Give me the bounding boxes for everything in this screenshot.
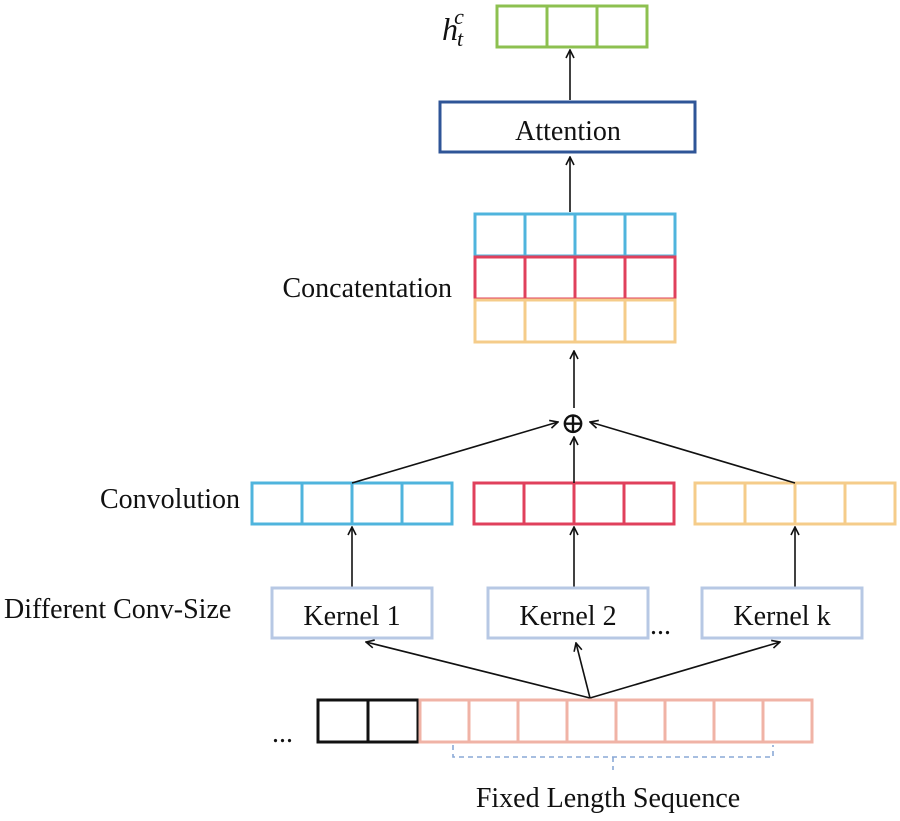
input-cell (761, 698, 814, 744)
input-dark-cell (316, 698, 370, 744)
input-cell (712, 698, 765, 744)
convolution-label: Convolution (100, 484, 240, 515)
concat-cell (473, 255, 527, 301)
concat-cell (523, 255, 577, 301)
concat-cell (573, 298, 627, 344)
input-cell (418, 698, 471, 744)
concat-cell (523, 298, 577, 344)
input-cell (614, 698, 667, 744)
input-cell (663, 698, 716, 744)
concat-cell (573, 212, 627, 258)
output-symbol: h (442, 11, 458, 47)
conv-cell (300, 481, 354, 526)
kernel-boxes: Kernel 1 Kernel 2 Kernel k (270, 586, 864, 640)
concat-cell (473, 298, 527, 344)
fixed-length-label: Fixed Length Sequence (476, 783, 740, 814)
conv-cell (793, 481, 847, 526)
kernel-box (486, 586, 650, 640)
kernel-box (700, 586, 864, 640)
concat-cell (523, 212, 577, 258)
output-cell (595, 4, 649, 49)
output-cell (545, 4, 599, 49)
convolution-vectors (250, 481, 897, 526)
sum-symbol: ⊕ (560, 407, 585, 440)
arrow-input-to-kernelk (589, 642, 780, 699)
arrow-input-to-kernel1 (366, 642, 591, 699)
conv-cell (693, 481, 747, 526)
arrow-conv1-to-sum (351, 422, 558, 484)
concat-cell (623, 255, 677, 301)
arrow-input-to-kernel2 (576, 643, 591, 699)
kernel-label: Kernel k (733, 601, 830, 632)
conv-cell (250, 481, 304, 526)
output-label: htc (442, 4, 464, 51)
arrow-conv3-to-sum (590, 422, 796, 484)
output-cell (495, 4, 549, 49)
input-cell (565, 698, 618, 744)
concatenation-label: Concatentation (282, 273, 452, 304)
concat-cell (473, 212, 527, 258)
output-vector (495, 4, 649, 49)
output-superscript: c (454, 4, 464, 29)
conv-cell (472, 481, 526, 526)
conv-cell (622, 481, 676, 526)
concat-cell (573, 255, 627, 301)
concat-cell (623, 212, 677, 258)
conv-cell (743, 481, 797, 526)
kernel-label: Kernel 1 (303, 601, 400, 632)
conv-cell (522, 481, 576, 526)
conv-cell (350, 481, 404, 526)
concat-cell (623, 298, 677, 344)
concatenation-stack (473, 212, 677, 344)
attention-box (438, 100, 697, 154)
kernel-ellipsis: ... (650, 610, 671, 641)
attention-label: Attention (515, 116, 621, 147)
conv-size-label: Different Conv-Size (4, 594, 231, 625)
fixed-length-brace (452, 745, 774, 770)
kernel-label: Kernel 2 (519, 601, 616, 632)
input-ellipsis: ... (272, 718, 293, 749)
conv-cell (572, 481, 626, 526)
input-dark-cell (366, 698, 420, 744)
conv-cell (400, 481, 454, 526)
kernel-box (270, 586, 434, 640)
conv-cell (843, 481, 897, 526)
input-cell (467, 698, 520, 744)
input-cell (516, 698, 569, 744)
input-sequence (316, 698, 814, 744)
output-subscript: t (457, 26, 464, 51)
